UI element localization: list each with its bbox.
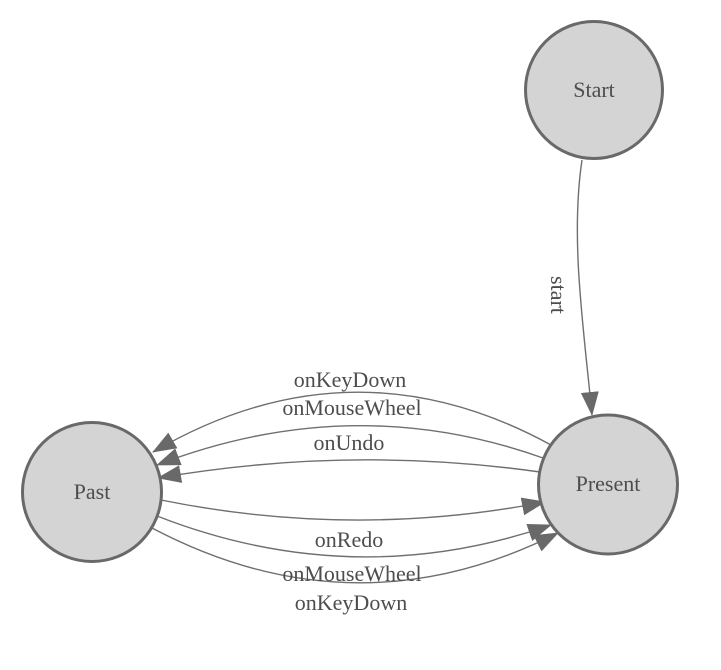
edge-label-onmousewheel-top: onMouseWheel	[282, 395, 421, 420]
node-start-circle	[524, 20, 664, 160]
node-present-label: Present	[576, 471, 641, 496]
node-past-circle	[21, 421, 163, 563]
edge-past-to-present-onredo	[160, 497, 546, 521]
edge-start-to-present	[576, 159, 599, 416]
edge-label-start: start	[546, 276, 571, 314]
edge-label-onkeydown-top: onKeyDown	[294, 367, 406, 392]
edge-present-to-past-onkeydown	[152, 391, 552, 453]
edge-present-to-past-onmousewheel	[156, 424, 544, 466]
edge-past-to-present-onkeydown	[151, 527, 559, 584]
node-start: Start	[524, 20, 664, 160]
node-past: Past	[21, 421, 163, 563]
edge-label-onundo: onUndo	[314, 430, 385, 455]
node-past-label: Past	[74, 479, 111, 504]
edge-label-onkeydown-bottom: onKeyDown	[295, 590, 407, 615]
edge-label-onmousewheel-bottom: onMouseWheel	[282, 561, 421, 586]
edge-present-to-past-onundo	[157, 459, 541, 483]
node-present: Present	[537, 413, 679, 556]
node-start-label: Start	[573, 77, 615, 102]
edge-label-onredo: onRedo	[315, 527, 383, 552]
node-present-circle	[537, 413, 679, 556]
edge-past-to-present-onmousewheel	[156, 515, 552, 558]
